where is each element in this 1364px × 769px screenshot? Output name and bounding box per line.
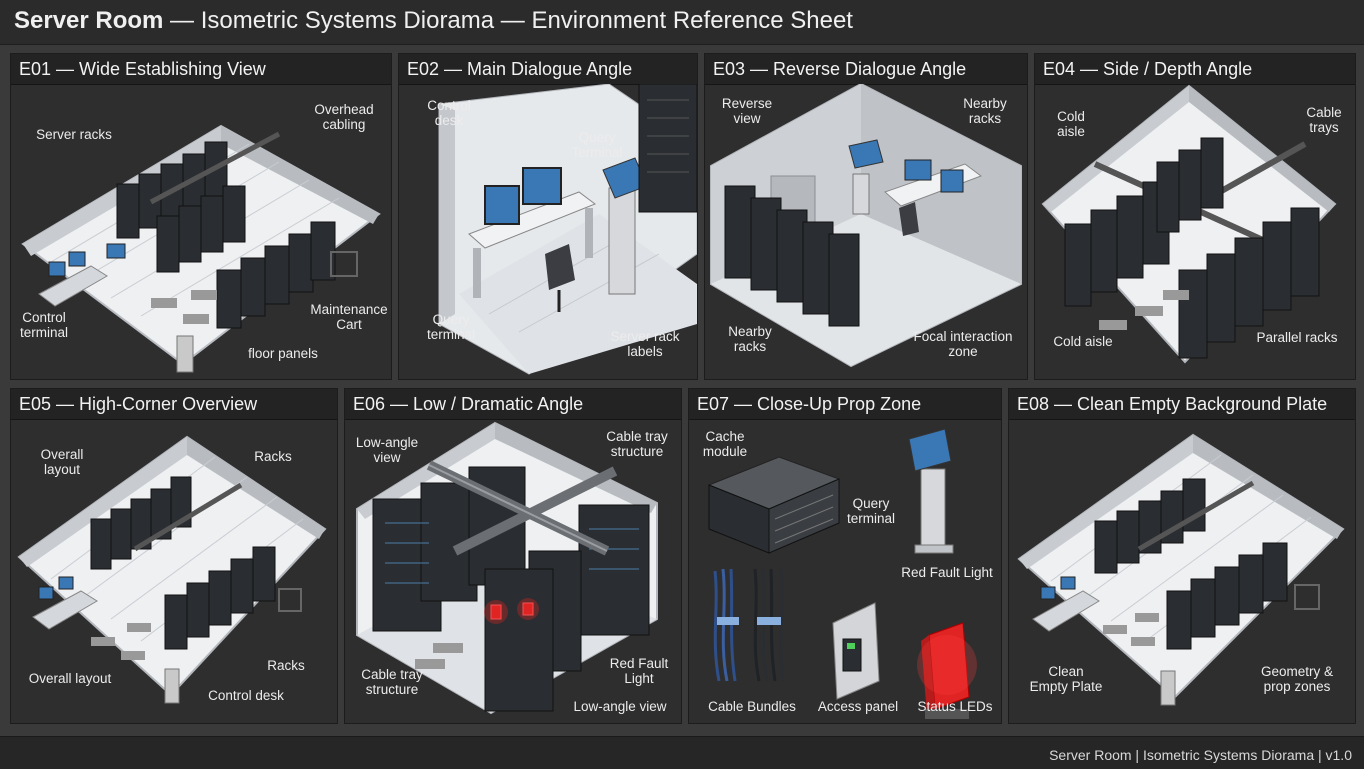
label-query-terminal-top: Query Terminal bbox=[571, 130, 623, 160]
panel-title: E01 — Wide Establishing View bbox=[19, 59, 266, 79]
scene-e04 bbox=[1041, 84, 1337, 364]
scene-e05 bbox=[17, 435, 327, 704]
label-cold-aisle-bottom: Cold aisle bbox=[1053, 334, 1113, 349]
scene-e07 bbox=[707, 428, 977, 719]
label-cable-trays: Cable trays bbox=[1306, 105, 1342, 135]
label-low-angle-view-bottom: Low-angle view bbox=[573, 699, 667, 714]
label-red-fault-light: Red Fault Light bbox=[901, 565, 993, 580]
label-overall-layout-bottom: Overall layout bbox=[28, 671, 112, 686]
label-clean-empty-plate: Clean Empty Plate bbox=[1029, 664, 1103, 694]
label-control-desk: Control desk bbox=[208, 688, 284, 703]
label-server-rack-labels: Server rack labels bbox=[610, 329, 680, 359]
panel-title: E05 — High-Corner Overview bbox=[19, 394, 258, 414]
label-red-fault-light: Red Fault Light bbox=[609, 656, 669, 686]
label-geometry-prop-zones: Geometry & prop zones bbox=[1260, 664, 1334, 694]
scene-e02 bbox=[438, 84, 697, 375]
panel-title: E02 — Main Dialogue Angle bbox=[407, 59, 633, 79]
label-reverse-view: Reverse view bbox=[721, 96, 773, 126]
scene-e03 bbox=[710, 84, 1022, 368]
label-status-leds: Status LEDs bbox=[917, 699, 993, 714]
panel-title: E04 — Side / Depth Angle bbox=[1043, 59, 1253, 79]
panel-header: E08 — Clean Empty Background Plate bbox=[1009, 389, 1355, 420]
title-bar: Server Room — Isometric Systems Diorama … bbox=[0, 0, 1364, 45]
panel-header: E06 — Low / Dramatic Angle bbox=[345, 389, 681, 420]
label-overall-layout-top: Overall layout bbox=[40, 447, 84, 477]
panel-header: E02 — Main Dialogue Angle bbox=[399, 54, 697, 85]
label-focal-interaction-zone: Focal interaction zone bbox=[913, 329, 1013, 359]
panel-e04: E04 — Side / Depth Angle Cold aisle Cabl… bbox=[1034, 53, 1356, 380]
label-cable-bundles: Cable Bundles bbox=[708, 699, 796, 714]
label-control-terminal: Control terminal bbox=[19, 310, 69, 340]
panel-e08: E08 — Clean Empty Background Plate Clean… bbox=[1008, 388, 1356, 724]
label-server-racks: Server racks bbox=[36, 127, 112, 142]
label-cold-aisle-top: Cold aisle bbox=[1057, 109, 1085, 139]
panel-e05: E05 — High-Corner Overview Overall layou… bbox=[10, 388, 338, 724]
label-nearby-racks-bottom: Nearby racks bbox=[728, 324, 772, 354]
scene-e06 bbox=[356, 421, 658, 715]
panel-title: E03 — Reverse Dialogue Angle bbox=[713, 59, 967, 79]
panel-e03: E03 — Reverse Dialogue Angle Reverse vie… bbox=[704, 53, 1028, 380]
label-query-terminal-bottom: Query terminal bbox=[426, 312, 476, 342]
label-floor-panels: floor panels bbox=[248, 346, 318, 361]
panel-title: E08 — Clean Empty Background Plate bbox=[1017, 394, 1328, 414]
panel-title: E06 — Low / Dramatic Angle bbox=[353, 394, 584, 414]
label-cache-module: Cache module bbox=[702, 429, 748, 459]
footer: Server Room | Isometric Systems Diorama … bbox=[0, 736, 1364, 769]
panel-header: E03 — Reverse Dialogue Angle bbox=[705, 54, 1027, 85]
label-racks-top: Racks bbox=[254, 449, 292, 464]
label-nearby-racks-top: Nearby racks bbox=[963, 96, 1007, 126]
panel-e07: E07 — Close-Up Prop Zone Cache module Qu… bbox=[688, 388, 1002, 724]
label-maintenance-cart: Maintenance Cart bbox=[310, 302, 388, 332]
panel-header: E05 — High-Corner Overview bbox=[11, 389, 337, 420]
panel-e01: E01 — Wide Establishing View Server rack… bbox=[10, 53, 392, 380]
page-title-bold: Server Room bbox=[14, 7, 164, 34]
page-title: Server Room — Isometric Systems Diorama … bbox=[14, 7, 853, 35]
panel-header: E01 — Wide Establishing View bbox=[11, 54, 391, 85]
label-low-angle-view-top: Low-angle view bbox=[355, 435, 419, 465]
panel-title: E07 — Close-Up Prop Zone bbox=[697, 394, 922, 414]
footer-text: Server Room | Isometric Systems Diorama … bbox=[1049, 747, 1352, 763]
label-overhead-cabling: Overhead cabling bbox=[314, 102, 374, 132]
label-query-terminal: Query terminal bbox=[846, 496, 896, 526]
label-parallel-racks: Parallel racks bbox=[1256, 330, 1338, 345]
label-cable-tray-structure-top: Cable tray structure bbox=[606, 429, 668, 459]
panel-e02: E02 — Main Dialogue Angle Control desk Q… bbox=[398, 53, 698, 380]
panel-header: E07 — Close-Up Prop Zone bbox=[689, 389, 1001, 420]
label-access-panel: Access panel bbox=[817, 699, 899, 714]
label-racks-bottom: Racks bbox=[267, 658, 305, 673]
scene-e01 bbox=[21, 124, 381, 373]
label-control-desk: Control desk bbox=[427, 98, 471, 128]
page-title-rest: — Isometric Systems Diorama — Environmen… bbox=[163, 7, 853, 34]
label-cable-tray-structure-bottom: Cable tray structure bbox=[361, 667, 423, 697]
scene-e08 bbox=[1017, 433, 1345, 706]
panel-header: E04 — Side / Depth Angle bbox=[1035, 54, 1355, 85]
panel-e06: E06 — Low / Dramatic Angle Low-angle vie… bbox=[344, 388, 682, 724]
